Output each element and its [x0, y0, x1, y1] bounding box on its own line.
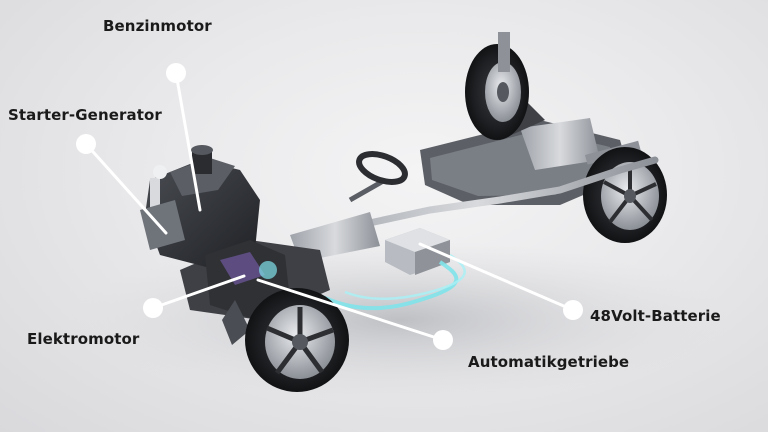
label-starter-generator: Starter-Generator	[8, 106, 162, 124]
steering-column	[348, 177, 387, 203]
rear-right-wheel	[583, 147, 667, 243]
label-48volt-batterie: 48Volt-Batterie	[590, 307, 721, 325]
leader-line-batterie	[418, 242, 575, 312]
rear-left-wheel	[465, 32, 529, 140]
battery-unit	[385, 228, 450, 275]
leader-line-starter-generator	[84, 142, 168, 235]
front-right-wheel	[245, 288, 349, 392]
steering-wheel	[356, 151, 408, 185]
leader-line-benzinmotor	[174, 71, 202, 212]
engine-block	[140, 145, 260, 268]
transmission	[205, 240, 290, 345]
leader-line-automatikgetriebe	[256, 278, 445, 342]
label-elektromotor: Elektromotor	[27, 330, 140, 348]
callout-dot-icon	[76, 134, 96, 154]
label-benzinmotor: Benzinmotor	[103, 17, 212, 35]
label-automatikgetriebe: Automatikgetriebe	[468, 353, 630, 371]
callout-dot-icon	[143, 298, 163, 318]
callout-dot-icon	[433, 330, 453, 350]
leader-line-elektromotor	[151, 274, 246, 310]
callout-dot-icon	[166, 63, 186, 83]
callout-dot-icon	[563, 300, 583, 320]
